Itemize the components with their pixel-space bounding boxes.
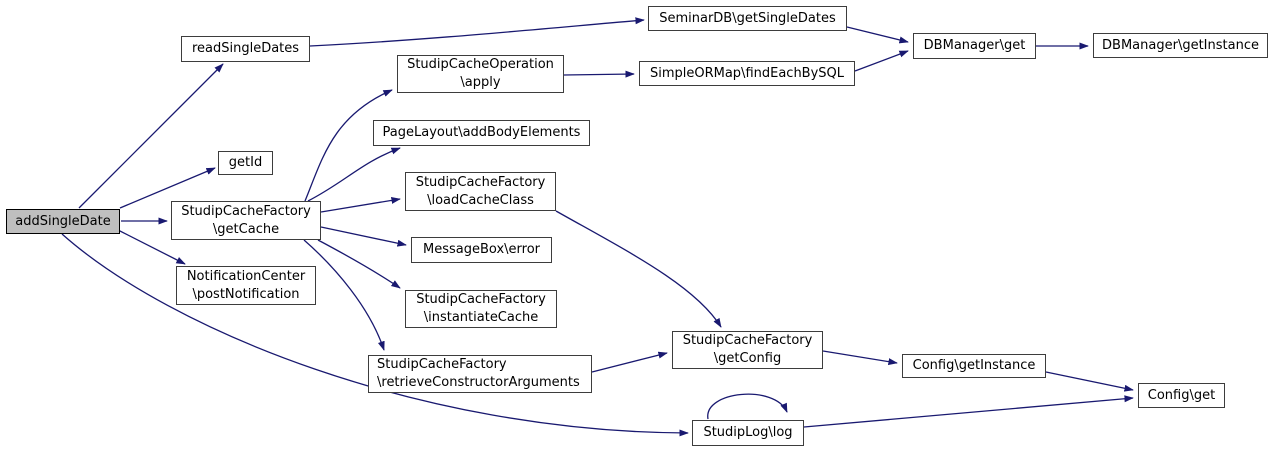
node-label-line: StudipCacheFactory <box>181 203 311 219</box>
edge-loadCacheClass-to-getConfig <box>555 210 722 328</box>
edge-apply-to-findEachBySQL <box>563 70 635 78</box>
edge-retrieveConstructorArguments-to-getConfig <box>591 351 668 373</box>
node-label-line: \retrieveConstructorArguments <box>377 375 580 390</box>
edge-studipLog-to-configGet <box>803 395 1134 428</box>
node-configGet[interactable]: Config\get <box>1138 383 1225 408</box>
node-label-line: \loadCacheClass <box>427 192 534 208</box>
node-loadCacheClass[interactable]: StudipCacheFactory \loadCacheClass <box>405 172 556 211</box>
node-getSingleDates[interactable]: SeminarDB\getSingleDates <box>648 6 847 31</box>
node-label-line: addSingleDate <box>15 213 111 229</box>
node-getId[interactable]: getId <box>218 151 273 175</box>
node-addSingleDate: addSingleDate <box>6 209 120 234</box>
node-dbmGet[interactable]: DBManager\get <box>913 33 1036 59</box>
edge-getCache-to-apply <box>304 89 393 202</box>
node-label-line: DBManager\getInstance <box>1102 37 1259 53</box>
node-label-line: \apply <box>460 75 501 90</box>
node-messageBoxError[interactable]: MessageBox\error <box>411 237 552 263</box>
node-label-line: NotificationCenter <box>186 268 306 284</box>
node-label-line: \instantiateCache <box>423 310 539 325</box>
edge-addSingleDate-to-readSingleDates <box>78 63 224 209</box>
node-instantiateCache[interactable]: StudipCacheFactory \instantiateCache <box>405 290 557 328</box>
edge-addSingleDate-to-getId <box>119 167 216 209</box>
edge-getSingleDates-to-dbmGet <box>846 26 909 44</box>
node-studipLog[interactable]: StudipLog\log <box>692 420 804 446</box>
edge-getCache-to-instantiateCache <box>317 239 401 289</box>
node-addBodyElements[interactable]: PageLayout\addBodyElements <box>373 120 590 146</box>
node-label-line: \getCache <box>212 221 280 237</box>
node-label-line: getId <box>228 155 263 170</box>
node-label-line: MessageBox\error <box>423 242 540 257</box>
node-getConfig[interactable]: StudipCacheFactory \getConfig <box>672 331 823 369</box>
edge-addSingleDate-to-studipLog <box>61 233 689 437</box>
node-getCache[interactable]: StudipCacheFactory \getCache <box>171 201 321 240</box>
edge-configGetInstance-to-configGet <box>1045 371 1134 392</box>
edge-getCache-to-retrieveConstructorArguments <box>303 239 385 351</box>
node-label-line: \postNotification <box>192 286 300 302</box>
edge-studipLog-to-studipLog <box>707 393 788 420</box>
node-dbmGetInstance[interactable]: DBManager\getInstance <box>1093 33 1268 58</box>
node-findEachBySQL[interactable]: SimpleORMap\findEachBySQL <box>639 61 855 86</box>
node-label-line: Config\getInstance <box>912 358 1036 373</box>
node-label-line: readSingleDates <box>191 41 300 56</box>
edge-getCache-to-messageBoxError <box>320 226 407 247</box>
node-label-line: SimpleORMap\findEachBySQL <box>649 65 845 81</box>
node-label-line: StudipCacheFactory <box>415 174 546 190</box>
edge-findEachBySQL-to-dbmGet <box>854 50 909 72</box>
node-label-line: DBManager\get <box>923 38 1026 53</box>
node-postNotification[interactable]: NotificationCenter \postNotification <box>176 266 316 305</box>
node-label-line: StudipCacheFactory <box>682 333 813 348</box>
node-label-line: SeminarDB\getSingleDates <box>659 10 836 26</box>
node-label-line: Config\get <box>1147 387 1216 403</box>
node-configGetInstance[interactable]: Config\getInstance <box>902 354 1046 378</box>
node-readSingleDates[interactable]: readSingleDates <box>181 36 310 62</box>
edge-getCache-to-loadCacheClass <box>320 196 401 213</box>
node-label-line: StudipCacheFactory <box>416 292 546 307</box>
edge-addSingleDate-to-postNotification <box>117 229 186 265</box>
node-retrieveConstructorArguments[interactable]: StudipCacheFactory \retrieveConstructorAr… <box>368 355 592 393</box>
edge-readSingleDates-to-getSingleDates <box>309 17 645 47</box>
node-label-line: StudipCacheOperation <box>407 57 554 72</box>
node-apply[interactable]: StudipCacheOperation \apply <box>397 55 564 93</box>
node-label-line: \getConfig <box>713 351 782 366</box>
node-label-line: StudipCacheFactory <box>377 357 507 372</box>
node-label-line: PageLayout\addBodyElements <box>382 125 581 140</box>
edge-getConfig-to-configGetInstance <box>822 350 898 366</box>
edges-group <box>61 17 1134 437</box>
edge-getCache-to-addBodyElements <box>307 147 401 202</box>
node-label-line: StudipLog\log <box>703 425 793 440</box>
